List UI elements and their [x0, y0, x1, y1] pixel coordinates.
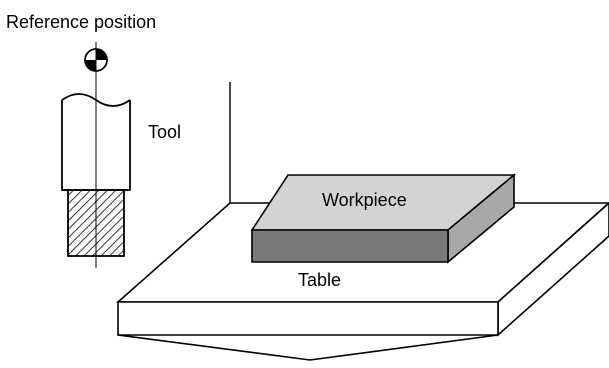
workpiece: [250, 173, 517, 264]
tool-cutter: [67, 189, 125, 257]
table-label: Table: [298, 270, 341, 290]
reference-position-label: Reference position: [6, 12, 156, 32]
tool-label: Tool: [148, 122, 181, 142]
workpiece-label: Workpiece: [322, 190, 407, 210]
